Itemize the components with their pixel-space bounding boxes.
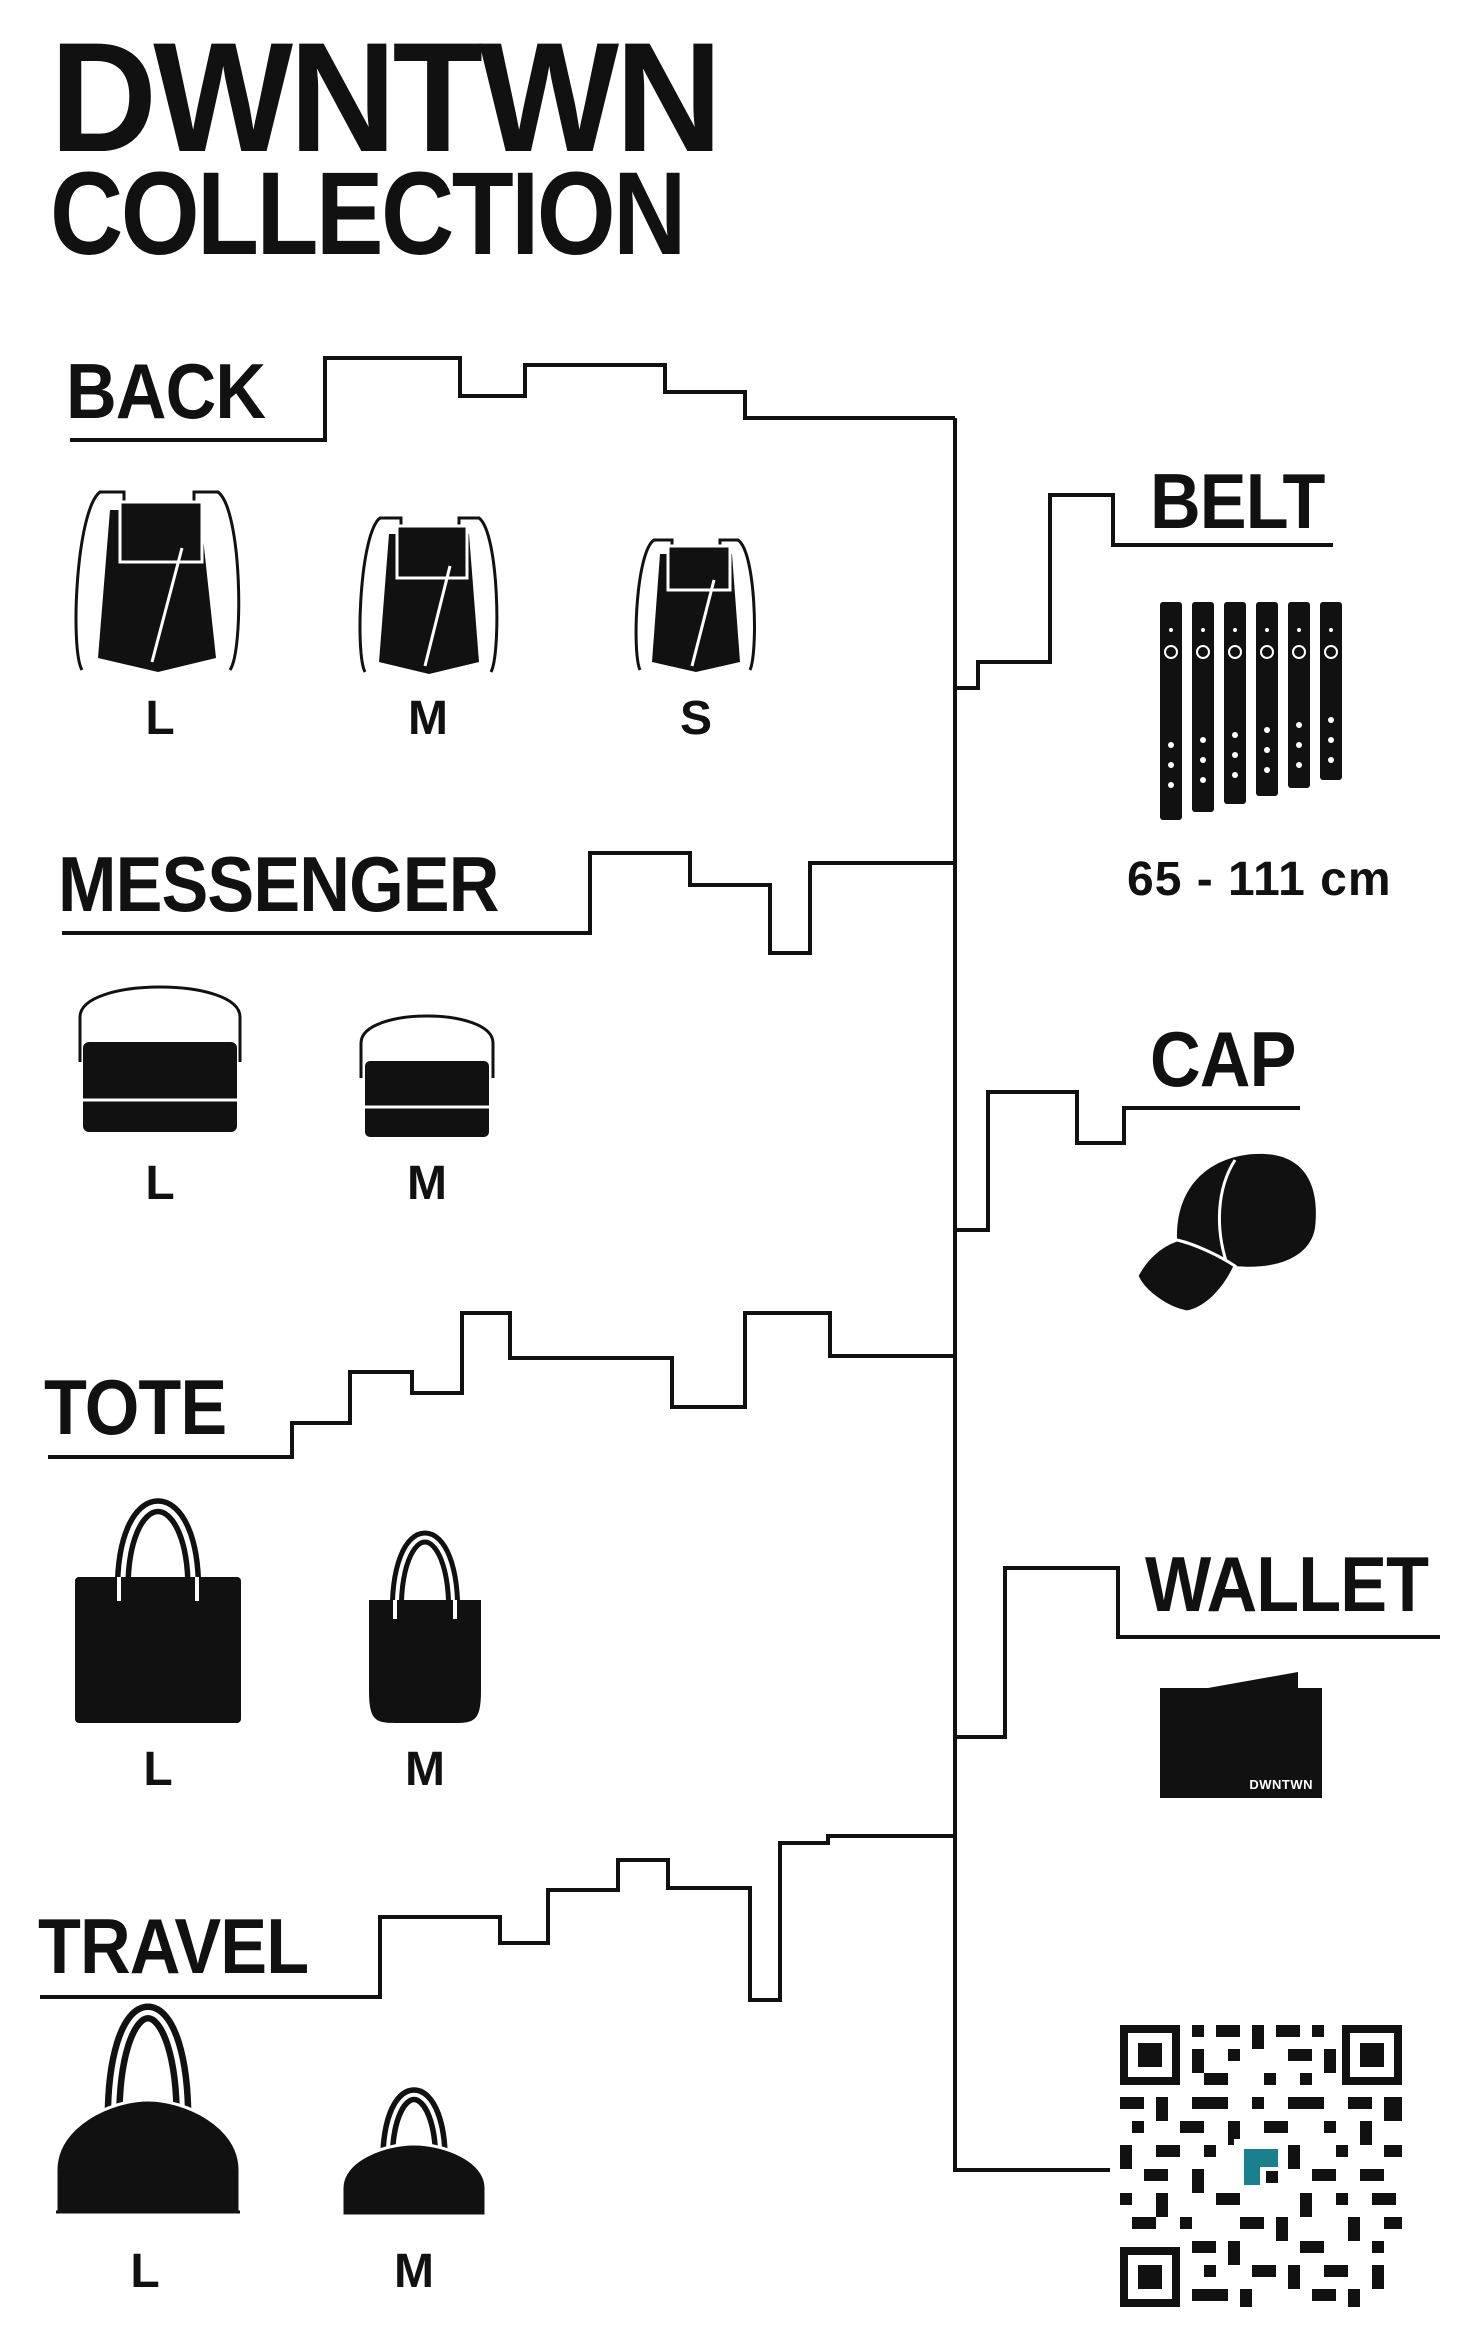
category-belt-label: BELT <box>1150 457 1325 545</box>
travel-size-l: L <box>130 2245 160 2298</box>
wallet-icon: DWNTWN <box>1158 1668 1323 1800</box>
category-back-label: BACK <box>66 347 266 435</box>
messenger-bag-icon <box>359 1014 495 1137</box>
backpack-icon <box>74 490 241 672</box>
category-messenger-label: MESSENGER <box>58 840 499 928</box>
belt-size-range: 65 - 111 cm <box>1127 853 1392 906</box>
backpack-icon <box>358 516 499 674</box>
page-title: DWNTWN <box>50 11 722 185</box>
back-size-s: S <box>679 692 712 745</box>
tote-bag-icon <box>75 1498 241 1723</box>
travel-size-m: M <box>394 2245 434 2298</box>
wallet-brand-mark: DWNTWN <box>1249 1777 1313 1792</box>
category-wallet-label: WALLET <box>1145 1540 1429 1628</box>
tote-size-l: L <box>143 1743 173 1796</box>
tote-bag-icon <box>369 1530 481 1723</box>
qr-code[interactable] <box>1120 2025 1402 2307</box>
tote-size-m: M <box>405 1743 445 1796</box>
messenger-size-m: M <box>407 1157 447 1210</box>
backpack-icon <box>634 538 756 672</box>
category-travel-label: TRAVEL <box>38 1902 309 1990</box>
messenger-bag-icon <box>78 985 242 1132</box>
duffel-bag-icon <box>54 2003 242 2214</box>
belt-icon <box>1160 602 1342 820</box>
category-cap-label: CAP <box>1150 1015 1296 1103</box>
duffel-bag-icon <box>340 2087 488 2218</box>
cap-icon <box>1135 1153 1316 1314</box>
page-subtitle: COLLECTION <box>50 148 686 280</box>
back-size-m: M <box>408 692 448 745</box>
category-tote-label: TOTE <box>44 1363 227 1451</box>
messenger-size-l: L <box>145 1157 175 1210</box>
back-size-l: L <box>145 692 175 745</box>
